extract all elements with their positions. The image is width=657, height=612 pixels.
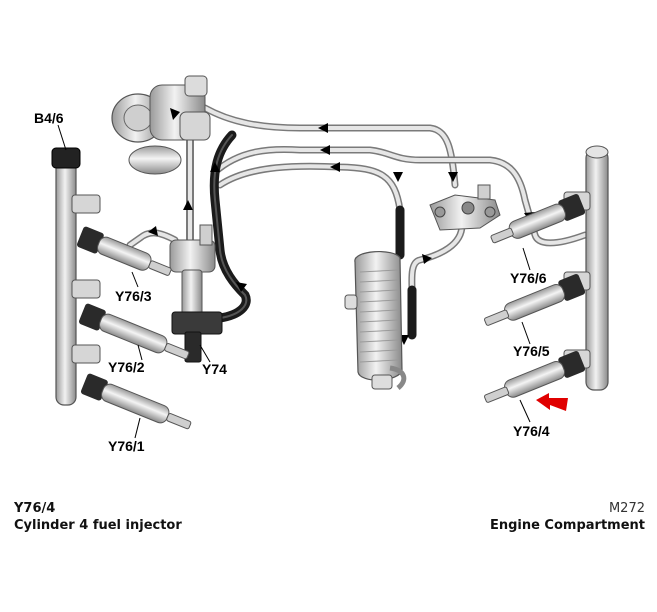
label-y76-6: Y76/6 [510, 270, 547, 286]
leader-lines [57, 124, 531, 439]
fuel-rail-left [51, 147, 101, 406]
highlight-arrow-icon [536, 393, 568, 411]
injector-y76-5 [484, 274, 586, 326]
component-name: Cylinder 4 fuel injector [14, 518, 182, 533]
engine-model: M272 [608, 501, 645, 516]
injector-y76-2 [78, 303, 190, 360]
label-y76-3: Y76/3 [115, 288, 152, 304]
fuel-system-diagram: B4/6 Y76/3 Y76/2 Y76/1 Y74 Y76/6 Y76/5 Y… [34, 75, 609, 454]
label-b4-6: B4/6 [34, 110, 64, 126]
label-y76-2: Y76/2 [108, 359, 145, 375]
label-y74: Y74 [202, 361, 227, 377]
injector-y76-3 [76, 226, 172, 276]
component-code: Y76/4 [14, 501, 56, 516]
injector-y76-6 [490, 194, 586, 244]
injector-y76-1 [80, 373, 192, 430]
injector-y76-4 [484, 351, 586, 403]
component-caption: Y76/4 Cylinder 4 fuel injector [14, 500, 182, 534]
high-pressure-pump [111, 75, 211, 175]
pressure-control-valve [429, 184, 501, 231]
location-name: Engine Compartment [489, 518, 645, 533]
location-caption: M272 Engine Compartment [490, 500, 645, 534]
label-y76-4: Y76/4 [513, 423, 550, 439]
fuel-cooler [344, 251, 407, 390]
label-y76-1: Y76/1 [108, 438, 145, 454]
label-y76-5: Y76/5 [513, 343, 550, 359]
fuel-pressure-regulator [169, 224, 223, 363]
